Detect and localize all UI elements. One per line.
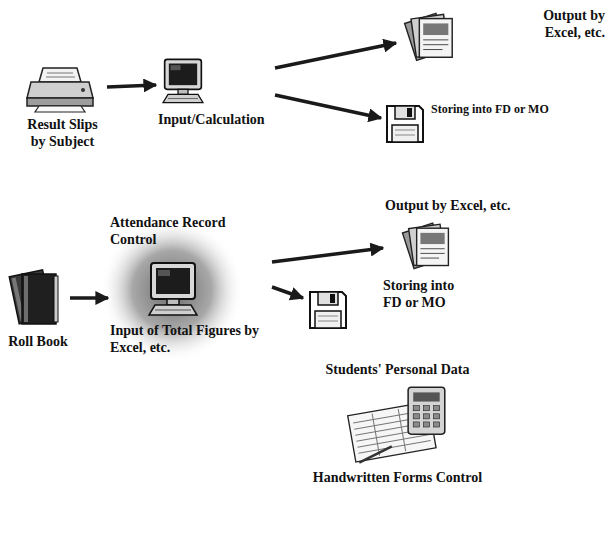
icon-node: Storing into FD or MO xyxy=(305,278,475,312)
forms-calculator-icon xyxy=(348,387,445,462)
flow-arrow xyxy=(272,248,383,262)
flow-arrow xyxy=(275,43,396,68)
flow-arrow xyxy=(272,287,303,298)
node-heading: Students' Personal Data xyxy=(290,362,505,380)
node-label: Storing into FD or MO xyxy=(383,278,475,312)
icon-node: Output by Excel, etc. xyxy=(398,8,605,42)
documents-icon xyxy=(405,13,453,60)
computer-icon xyxy=(163,59,203,102)
icon-space xyxy=(290,380,505,470)
icon-node: Attendance Record ControlInput of Total … xyxy=(110,215,270,357)
node-heading: Attendance Record Control xyxy=(110,215,270,249)
floppy-icon xyxy=(310,292,346,328)
documents-icon xyxy=(402,223,448,268)
icon-node: Roll Book xyxy=(8,262,68,351)
floppy-icon xyxy=(387,106,423,142)
node-label: Roll Book xyxy=(8,334,68,351)
printer-icon xyxy=(27,68,93,112)
books-icon xyxy=(9,270,58,324)
icon-node: Storing into FD or MO xyxy=(383,102,583,116)
node-label: Handwritten Forms Control xyxy=(290,470,505,487)
icon-node: Output by Excel, etc. xyxy=(385,198,595,273)
icon-node: Result Slips by Subject xyxy=(20,62,105,151)
flow-arrow xyxy=(107,85,156,87)
node-label: Output by Excel, etc. xyxy=(510,8,605,42)
node-label: Storing into FD or MO xyxy=(431,102,549,116)
icon-node: Input/Calculation xyxy=(158,55,273,129)
flow-arrow xyxy=(275,95,381,118)
node-label: Result Slips by Subject xyxy=(20,117,105,151)
computer-icon xyxy=(149,263,197,315)
icon-space xyxy=(110,249,270,323)
node-label: Input/Calculation xyxy=(158,112,273,129)
icon-node: Students' Personal DataHandwritten Forms… xyxy=(290,362,505,487)
node-label: Output by Excel, etc. xyxy=(385,198,595,215)
flow-arrow xyxy=(70,296,108,300)
node-label: Input of Total Figures by Excel, etc. xyxy=(110,323,270,357)
